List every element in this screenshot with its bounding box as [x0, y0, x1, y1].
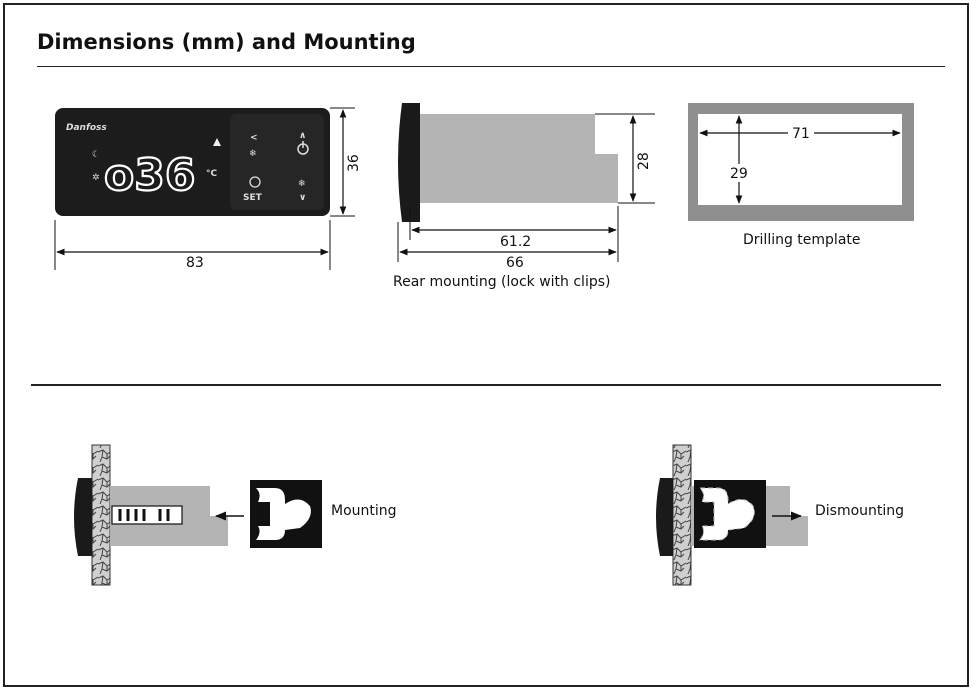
- defrost-button: < ❄: [249, 133, 258, 159]
- brand-logo: Danfoss: [66, 123, 107, 133]
- side-bezel: [398, 103, 420, 222]
- section-divider: [31, 384, 941, 386]
- page-frame: [3, 3, 969, 687]
- dismount-bezel: [656, 478, 673, 556]
- alarm-icon: [213, 138, 221, 146]
- total-depth-label: 66: [506, 255, 524, 271]
- drill-width-label: 71: [792, 126, 810, 142]
- height-label: 36: [346, 154, 362, 172]
- set-label: SET: [243, 193, 263, 203]
- panel-wall: [91, 444, 111, 586]
- dismount-panel-wall: [672, 444, 692, 586]
- down-arrow-icon: ∨: [299, 193, 306, 203]
- power-button: ∧: [297, 131, 309, 155]
- width-label: 83: [186, 255, 204, 271]
- page-title: Dimensions (mm) and Mounting: [37, 30, 416, 54]
- clip-rail-teeth: [118, 509, 170, 521]
- gear-icon: [249, 176, 261, 188]
- lcd-display: o36: [104, 150, 195, 201]
- set-button: SET: [243, 176, 263, 203]
- down-button: ❄ ∨: [298, 179, 306, 203]
- svg-text:<: <: [250, 133, 258, 143]
- button-panel: [230, 114, 324, 210]
- rear-mounting-caption: Rear mounting (lock with clips): [393, 274, 610, 290]
- night-icon: ☾: [92, 150, 100, 160]
- clip-cutout: [256, 488, 311, 540]
- title-divider: [37, 66, 945, 67]
- inner-depth-label: 61.2: [500, 234, 531, 250]
- clip-rail: [111, 505, 183, 525]
- celsius-icon: °C: [206, 169, 218, 179]
- side-height-label: 28: [636, 152, 652, 170]
- dismounting-label: Dismounting: [815, 503, 904, 519]
- dismounting-illustration: Dismounting: [656, 444, 904, 586]
- drilling-template-caption: Drilling template: [743, 232, 861, 248]
- fan-status-icon: ✲: [92, 173, 100, 183]
- drill-height-label: 29: [730, 166, 748, 182]
- mounting-label: Mounting: [331, 503, 397, 519]
- mounting-illustration: Mounting: [74, 444, 397, 586]
- up-arrow-icon: ∧: [299, 131, 306, 141]
- side-body: [420, 114, 618, 203]
- drilling-template: 71 29 Drilling template: [688, 103, 914, 248]
- defrost-icon: ❄: [298, 179, 306, 189]
- front-view: Danfoss o36 ☾ ✲ °C < ❄ ∧ SET ❄ ∨ 83: [54, 107, 362, 271]
- snowflake-icon: ❄: [249, 149, 257, 159]
- side-view: 28 61.2 66 Rear mounting (lock with clip…: [393, 103, 655, 290]
- mount-bezel: [74, 478, 92, 556]
- dismount-clip-cutout: [698, 487, 755, 541]
